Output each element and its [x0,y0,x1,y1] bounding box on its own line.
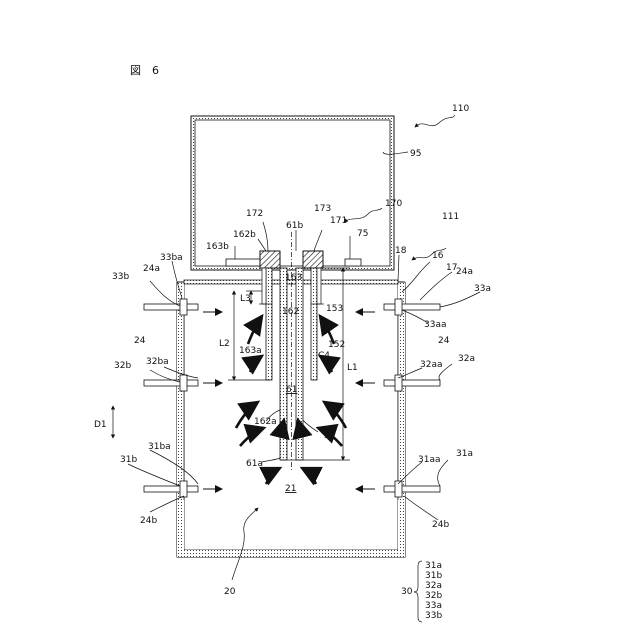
label-32aa: 32aa [420,360,442,370]
group-30-item: 31a [425,561,442,571]
label-162: 162 [282,307,299,317]
label-61a: 61a [246,459,263,469]
label-162a: 162a [254,417,277,427]
label-32b: 32b [114,361,131,371]
label-24-left: 24 [134,336,146,346]
group-30-item: 31b [425,571,442,581]
label-163: 163 [285,273,302,283]
label-16: 16 [432,251,444,261]
label-18: 18 [395,246,407,256]
label-162b: 162b [233,230,256,240]
label-163b: 163b [206,242,229,252]
label-51: 51 [324,431,335,441]
label-24b-left: 24b [140,516,157,526]
label-33a: 33a [474,284,491,294]
label-30: 30 [401,587,413,597]
label-61b: 61b [286,221,303,231]
label-l1: L1 [347,363,358,373]
label-111: 111 [442,212,459,222]
group-30-item: 33a [425,601,442,611]
label-95: 95 [410,149,421,159]
label-75: 75 [357,229,368,239]
figure-title: 図 6 [130,64,159,77]
wall-strips-24 [184,300,398,500]
label-33ba: 33ba [160,253,183,263]
label-24a-left: 24a [143,264,160,274]
label-172: 172 [246,209,263,219]
group-30-item: 32b [425,591,442,601]
label-24a-right: 24a [456,267,473,277]
label-171: 171 [330,216,347,226]
label-d1: D1 [94,420,107,430]
label-31a: 31a [456,449,473,459]
chamber-20 [177,280,405,557]
label-32ba: 32ba [146,357,169,367]
label-153: 153 [326,304,343,314]
group-30-item: 33b [425,611,442,621]
label-c4: C4 [318,351,330,361]
group-30-item: 32a [425,581,442,591]
group-30-legend: 31a 31b 32a 32b 33a 33b [414,561,442,622]
label-163a: 163a [239,346,262,356]
label-32a: 32a [458,354,475,364]
label-24b-right: 24b [432,520,449,530]
label-61: 61 [286,385,297,395]
nozzles-33b-32b-31b [144,299,198,497]
label-170: 170 [385,199,402,209]
label-31b: 31b [120,455,137,465]
label-24-right: 24 [438,336,450,346]
label-l2: L2 [219,339,230,349]
label-20: 20 [224,587,236,597]
label-21: 21 [285,484,296,494]
label-31ba: 31ba [148,442,171,452]
label-33aa: 33aa [424,320,446,330]
label-152: 152 [328,340,345,350]
label-110: 110 [452,104,469,114]
label-l3: L3 [240,294,251,304]
label-173: 173 [314,204,331,214]
label-33b: 33b [112,272,129,282]
label-31aa: 31aa [418,455,440,465]
